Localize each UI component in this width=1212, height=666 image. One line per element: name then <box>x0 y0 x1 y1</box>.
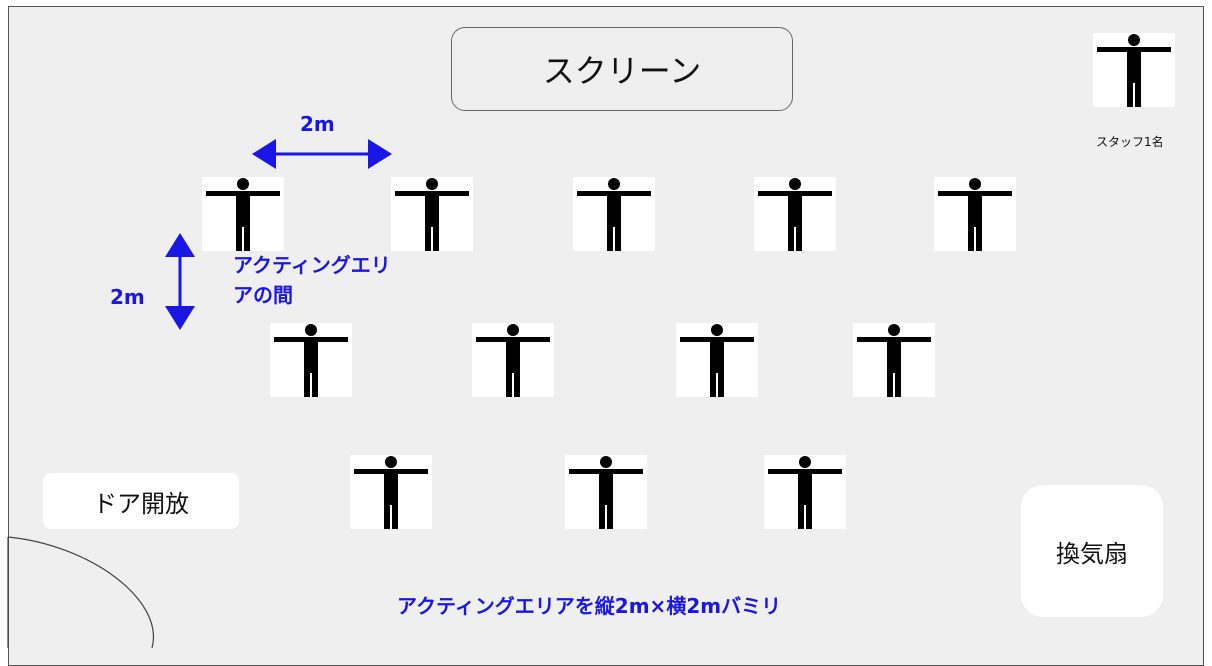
person-icon <box>676 323 758 397</box>
staff-person-icon <box>1093 33 1175 107</box>
person-icon <box>565 455 647 529</box>
vertical-distance-label: 2m <box>110 285 145 309</box>
person-icon <box>853 323 935 397</box>
acting-area-gap-line1: アクティングエリ <box>233 253 391 277</box>
screen-label-box: スクリーン <box>451 27 793 111</box>
person-icon <box>754 177 836 251</box>
person-icon <box>202 177 284 251</box>
staff-caption: スタッフ1名 <box>1096 135 1164 149</box>
person-icon <box>350 455 432 529</box>
person-icon <box>391 177 473 251</box>
door-open-label: ドア開放 <box>93 489 189 518</box>
acting-area-gap-label: アクティングエリ アの間 <box>233 250 391 310</box>
person-icon <box>573 177 655 251</box>
room-floor-plan <box>8 6 1204 666</box>
acting-area-note: アクティングエリアを縦2m×横2mバミリ <box>397 594 782 618</box>
screen-label: スクリーン <box>542 52 702 90</box>
acting-area-gap-line2: アの間 <box>233 283 293 307</box>
door-open-label-box: ドア開放 <box>43 473 239 529</box>
person-icon <box>764 455 846 529</box>
ventilation-fan-label: 換気扇 <box>1056 539 1128 568</box>
horizontal-distance-label: 2m <box>300 112 335 136</box>
person-icon <box>270 323 352 397</box>
person-icon <box>472 323 554 397</box>
person-icon <box>934 177 1016 251</box>
ventilation-fan-box: 換気扇 <box>1021 485 1163 617</box>
